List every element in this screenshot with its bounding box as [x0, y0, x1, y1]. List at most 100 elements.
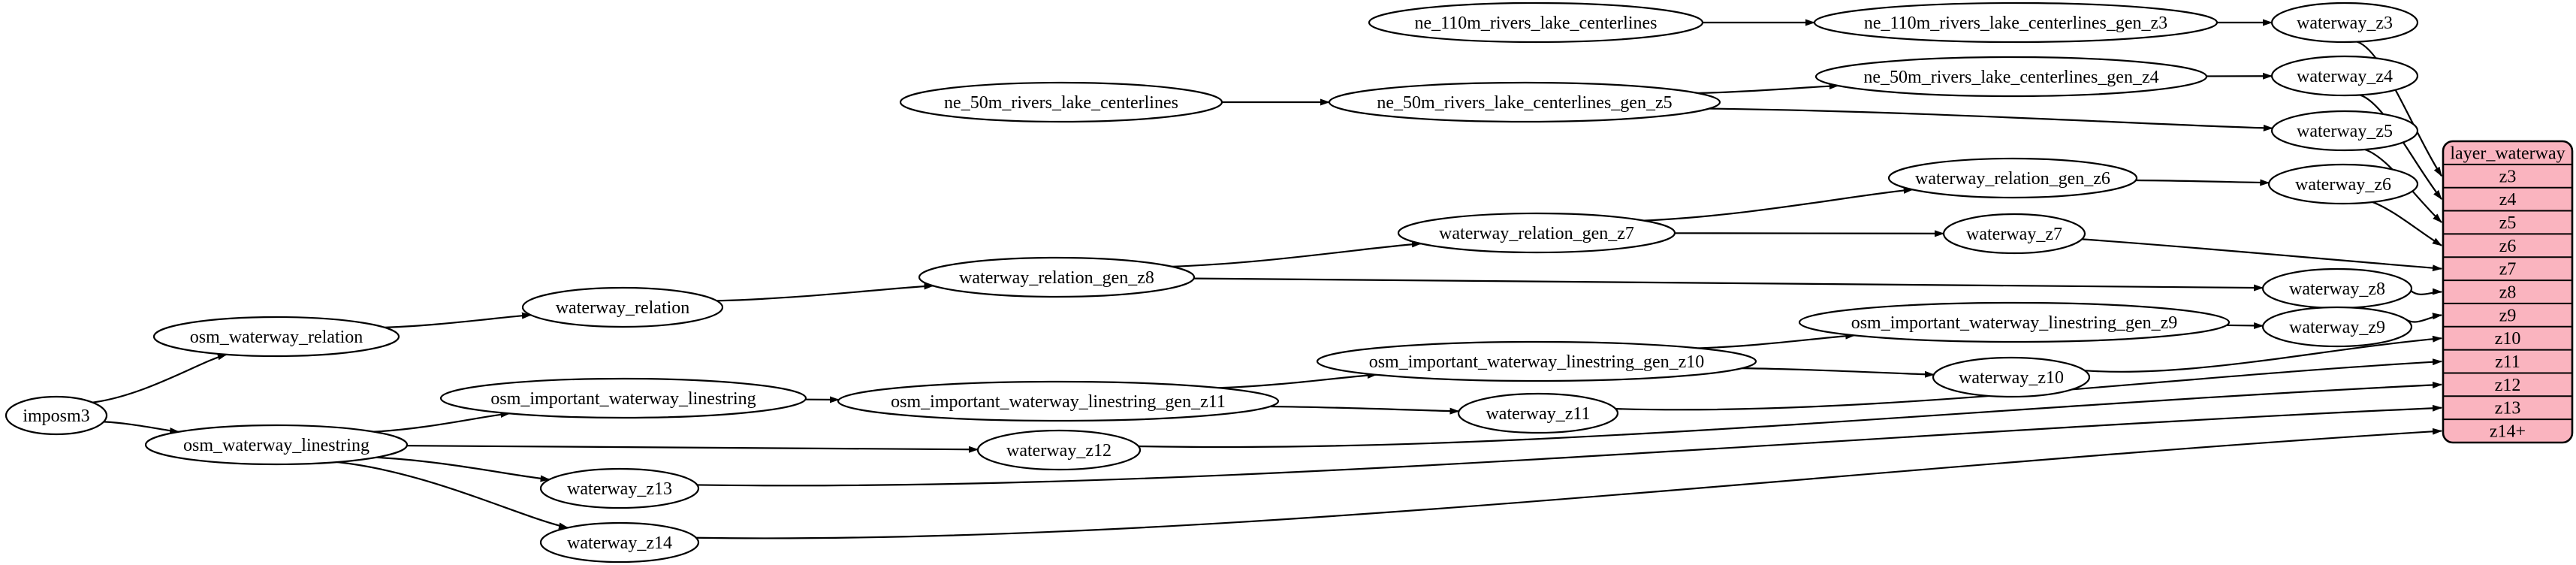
- node-osm_important_waterway_linestring_gen_z9: osm_important_waterway_linestring_gen_z9: [1798, 301, 2231, 343]
- table-row-z6: z6: [2499, 237, 2517, 256]
- node-label-waterway_z11: waterway_z11: [1486, 404, 1590, 424]
- node-ne_50m_rivers_lake_centerlines_gen_z5: ne_50m_rivers_lake_centerlines_gen_z5: [1328, 81, 1721, 123]
- edge-imposm3-to-osm_waterway_linestring: [104, 421, 180, 434]
- node-label-waterway_z13: waterway_z13: [567, 479, 672, 499]
- node-ellipse-ne_50m_rivers_lake_centerlines_gen_z5: [1328, 81, 1721, 123]
- node-label-osm_important_waterway_linestring_gen_z11: osm_important_waterway_linestring_gen_z1…: [891, 392, 1226, 412]
- node-waterway_z7: waterway_z7: [1942, 213, 2086, 255]
- edge-waterway_z12-to-layer_waterway-z12: [1138, 381, 2442, 449]
- node-label-waterway_relation: waterway_relation: [556, 298, 690, 318]
- node-osm_important_waterway_linestring_gen_z10: osm_important_waterway_linestring_gen_z1…: [1316, 340, 1757, 382]
- node-ellipse-waterway_z7: [1942, 213, 2086, 255]
- node-label-ne_50m_rivers_lake_centerlines_gen_z5: ne_50m_rivers_lake_centerlines_gen_z5: [1377, 93, 1672, 113]
- node-waterway_z9: waterway_z9: [2261, 306, 2413, 348]
- node-ellipse-waterway_relation_gen_z8: [918, 256, 1196, 298]
- node-ellipse-waterway_z14: [539, 521, 700, 563]
- edge-waterway_z9-to-layer_waterway-z9: [2405, 313, 2442, 323]
- edge-osm_waterway_linestring-to-waterway_z14: [336, 461, 569, 530]
- node-osm_important_waterway_linestring_gen_z11: osm_important_waterway_linestring_gen_z1…: [837, 380, 1280, 422]
- node-waterway_z3: waterway_z3: [2270, 2, 2419, 44]
- edge-osm_waterway_linestring-to-osm_important_waterway_linestring: [373, 411, 511, 433]
- node-ellipse-osm_important_waterway_linestring_gen_z10: [1316, 340, 1757, 382]
- node-ellipse-ne_50m_rivers_lake_centerlines_gen_z4: [1814, 56, 2208, 98]
- node-ne_110m_rivers_lake_centerlines_gen_z3: ne_110m_rivers_lake_centerlines_gen_z3: [1813, 2, 2219, 44]
- node-label-ne_110m_rivers_lake_centerlines_gen_z3: ne_110m_rivers_lake_centerlines_gen_z3: [1864, 14, 2167, 33]
- node-ellipse-waterway_relation_gen_z6: [1887, 157, 2138, 199]
- node-label-ne_110m_rivers_lake_centerlines: ne_110m_rivers_lake_centerlines: [1415, 14, 1658, 33]
- node-label-ne_50m_rivers_lake_centerlines_gen_z4: ne_50m_rivers_lake_centerlines_gen_z4: [1863, 68, 2158, 87]
- node-imposm3: imposm3: [5, 395, 108, 436]
- node-ellipse-waterway_z12: [976, 429, 1142, 471]
- table-row-z8: z8: [2499, 283, 2517, 303]
- node-waterway_z11: waterway_z11: [1457, 392, 1619, 434]
- edge-waterway_relation_gen_z8-to-waterway_relation_gen_z7: [1172, 240, 1422, 267]
- table-row-z14+: z14+: [2490, 422, 2526, 442]
- node-waterway_z6: waterway_z6: [2267, 163, 2419, 205]
- table-row-z12: z12: [2495, 376, 2521, 395]
- edge-waterway_relation-to-waterway_relation_gen_z8: [716, 282, 934, 302]
- node-label-waterway_z12: waterway_z12: [1006, 441, 1112, 461]
- node-waterway_relation_gen_z7: waterway_relation_gen_z7: [1397, 212, 1676, 254]
- node-ellipse-waterway_z3: [2270, 2, 2419, 44]
- node-ellipse-waterway_z13: [539, 467, 700, 509]
- node-waterway_relation: waterway_relation: [521, 286, 724, 328]
- node-ellipse-osm_waterway_relation: [152, 316, 400, 358]
- edge-waterway_z10-to-layer_waterway-z10: [2084, 335, 2442, 373]
- node-waterway_z8: waterway_z8: [2261, 267, 2413, 310]
- edge-osm_waterway_linestring-to-waterway_z13: [376, 456, 550, 482]
- node-label-osm_important_waterway_linestring_gen_z10: osm_important_waterway_linestring_gen_z1…: [1369, 352, 1705, 372]
- edge-osm_waterway_relation-to-waterway_relation: [384, 312, 532, 328]
- node-waterway_z14: waterway_z14: [539, 521, 700, 563]
- node-label-imposm3: imposm3: [23, 406, 89, 426]
- table-row-z9: z9: [2499, 306, 2517, 325]
- node-label-waterway_z7: waterway_z7: [1966, 225, 2062, 244]
- edge-ne_50m_rivers_lake_centerlines_gen_z5-to-ne_50m_rivers_lake_centerlines_gen_z4: [1697, 83, 1839, 95]
- edge-osm_important_waterway_linestring_gen_z11-to-osm_important_waterway_linestring_gen_z10: [1218, 372, 1377, 389]
- edge-osm_important_waterway_linestring_gen_z11-to-waterway_z11: [1269, 405, 1460, 415]
- node-ellipse-ne_110m_rivers_lake_centerlines_gen_z3: [1813, 2, 2219, 44]
- node-ellipse-waterway_z9: [2261, 306, 2413, 348]
- node-waterway_z4: waterway_z4: [2270, 55, 2419, 97]
- node-label-waterway_z4: waterway_z4: [2297, 67, 2393, 86]
- node-ellipse-waterway_relation: [521, 286, 724, 328]
- node-label-osm_waterway_relation: osm_waterway_relation: [190, 328, 363, 347]
- node-label-waterway_z14: waterway_z14: [567, 533, 672, 553]
- node-ellipse-waterway_z10: [1932, 356, 2091, 398]
- edge-osm_important_waterway_linestring_gen_z10-to-waterway_z10: [1742, 367, 1935, 378]
- node-ellipse-osm_important_waterway_linestring_gen_z9: [1798, 301, 2231, 343]
- node-ellipse-waterway_relation_gen_z7: [1397, 212, 1676, 254]
- edge-waterway_z7-to-layer_waterway-z7: [2082, 238, 2442, 272]
- node-label-waterway_z3: waterway_z3: [2297, 14, 2393, 33]
- node-label-waterway_relation_gen_z8: waterway_relation_gen_z8: [959, 268, 1154, 288]
- node-label-waterway_relation_gen_z7: waterway_relation_gen_z7: [1439, 224, 1634, 243]
- edge-waterway_z13-to-layer_waterway-z13: [697, 404, 2442, 487]
- node-label-waterway_z10: waterway_z10: [1959, 368, 2064, 388]
- node-label-waterway_relation_gen_z6: waterway_relation_gen_z6: [1915, 169, 2110, 189]
- table-background: [2442, 140, 2574, 444]
- table-title: layer_waterway: [2450, 144, 2565, 163]
- node-label-waterway_z9: waterway_z9: [2289, 318, 2385, 337]
- node-ellipse-ne_110m_rivers_lake_centerlines: [1368, 2, 1704, 44]
- edge-waterway_relation_gen_z7-to-waterway_relation_gen_z6: [1643, 186, 1914, 222]
- node-label-waterway_z6: waterway_z6: [2295, 175, 2391, 195]
- node-ellipse-osm_important_waterway_linestring_gen_z11: [837, 380, 1280, 422]
- table-row-z5: z5: [2499, 213, 2517, 233]
- node-osm_waterway_relation: osm_waterway_relation: [152, 316, 400, 358]
- node-ellipse-waterway_z5: [2270, 110, 2419, 152]
- table-row-z7: z7: [2499, 260, 2517, 279]
- node-waterway_relation_gen_z6: waterway_relation_gen_z6: [1887, 157, 2138, 199]
- node-label-osm_important_waterway_linestring: osm_important_waterway_linestring: [490, 389, 756, 409]
- node-waterway_z13: waterway_z13: [539, 467, 700, 509]
- layer-waterway-table: layer_waterwayz3z4z5z6z7z8z9z10z11z12z13…: [2442, 140, 2574, 444]
- edge-layer: [92, 19, 2442, 539]
- edge-osm_important_waterway_linestring_gen_z10-to-osm_important_waterway_linestring_gen_z9: [1698, 332, 1856, 349]
- edge-ne_50m_rivers_lake_centerlines_gen_z5-to-waterway_z5: [1709, 107, 2273, 131]
- table-row-z13: z13: [2495, 399, 2521, 418]
- edge-osm_waterway_linestring-to-waterway_z12: [406, 445, 979, 453]
- table-row-z11: z11: [2495, 352, 2520, 372]
- node-osm_important_waterway_linestring: osm_important_waterway_linestring: [439, 377, 807, 419]
- node-ellipse-ne_50m_rivers_lake_centerlines: [899, 81, 1223, 123]
- node-ne_50m_rivers_lake_centerlines: ne_50m_rivers_lake_centerlines: [899, 81, 1223, 123]
